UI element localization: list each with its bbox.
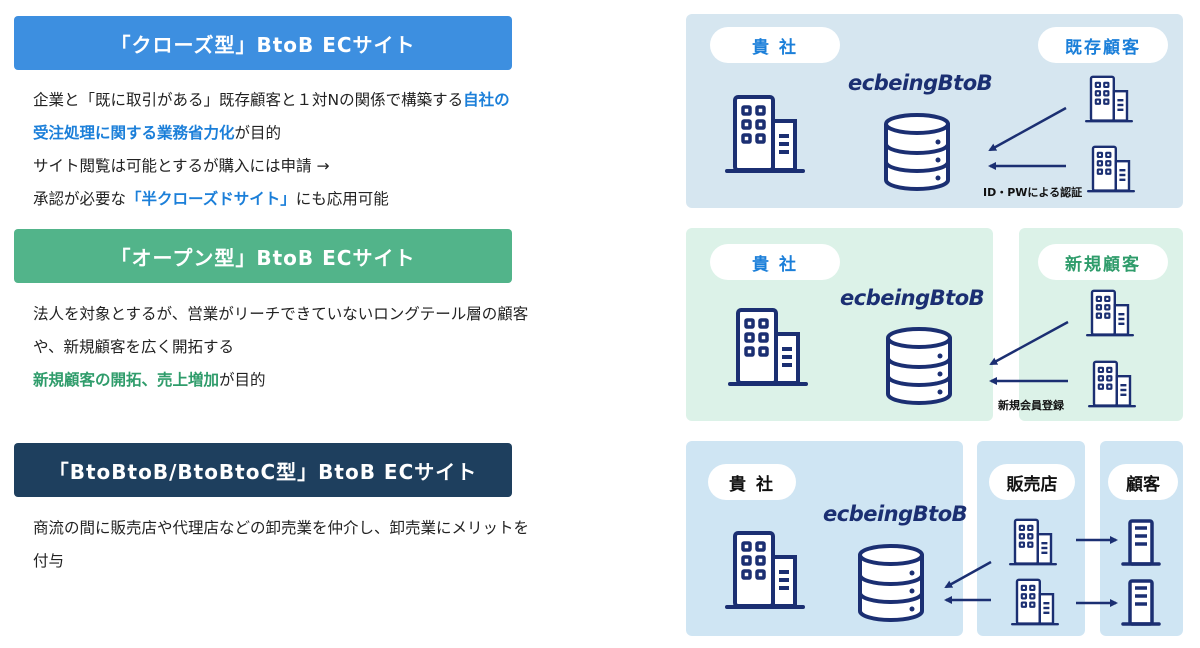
desc-line: や、新規顧客を広く開拓する (33, 331, 528, 364)
desc-line: 受注処理に関する業務省力化が目的 (33, 117, 510, 150)
desc-text: にも応用可能 (295, 190, 389, 208)
desc-line: 商流の間に販売店や代理店などの卸売業を仲介し、卸売業にメリットを (33, 512, 529, 545)
desc-text: が目的 (234, 124, 282, 142)
section-desc-open: 法人を対象とするが、営業がリーチできていないロングテール層の顧客や、新規顧客を広… (33, 298, 528, 397)
reseller-label: 販売店 (989, 464, 1075, 500)
section-header-open: 「オープン型」BtoB ECサイト (14, 229, 512, 283)
desc-line: 承認が必要な「半クローズドサイト」にも応用可能 (33, 183, 510, 216)
section-desc-btobtob: 商流の間に販売店や代理店などの卸売業を仲介し、卸売業にメリットを付与 (33, 512, 529, 578)
highlight-text: 受注処理に関する業務省力化 (33, 124, 235, 142)
desc-line: 法人を対象とするが、営業がリーチできていないロングテール層の顧客 (33, 298, 528, 331)
ecbeing-logo: ecbeingBtoB (848, 71, 993, 95)
desc-line: 付与 (33, 545, 529, 578)
section-desc-closed: 企業と「既に取引がある」既存顧客と１対Nの関係で構築する自社の受注処理に関する業… (33, 84, 510, 216)
customer-label: 顧客 (1108, 464, 1178, 500)
desc-line: サイト閲覧は可能とするが購入には申請 → (33, 150, 510, 183)
desc-text: 企業と「既に取引がある」既存顧客と１対Nの関係で構築する (33, 91, 464, 109)
highlight-text: 新規顧客の開拓、売上増加 (33, 371, 220, 389)
new-customer-label: 新規顧客 (1038, 244, 1168, 280)
section-header-closed: 「クローズ型」BtoB ECサイト (14, 16, 512, 70)
ecbeing-logo: ecbeingBtoB (823, 502, 968, 526)
highlight-text: 「半クローズドサイト」 (126, 190, 296, 208)
desc-line: 新規顧客の開拓、売上増加が目的 (33, 364, 528, 397)
desc-text: 付与 (33, 552, 65, 570)
auth-caption: ID・PWによる認証 (983, 186, 1083, 199)
company-label: 貴 社 (710, 244, 840, 280)
desc-text: サイト閲覧は可能とするが購入には申請 → (33, 157, 330, 175)
ecbeing-logo: ecbeingBtoB (840, 286, 985, 310)
customer-label: 既存顧客 (1038, 27, 1168, 63)
desc-text: や、新規顧客を広く開拓する (33, 338, 235, 356)
desc-text: 商流の間に販売店や代理店などの卸売業を仲介し、卸売業にメリットを (33, 519, 530, 537)
highlight-text: 自社の (463, 91, 510, 109)
desc-text: 承認が必要な (33, 190, 127, 208)
desc-text: 法人を対象とするが、営業がリーチできていないロングテール層の顧客 (33, 305, 529, 323)
section-header-btobtob: 「BtoBtoB/BtoBtoC型」BtoB ECサイト (14, 443, 512, 497)
registration-caption: 新規会員登録 (998, 399, 1064, 412)
company-label: 貴 社 (710, 27, 840, 63)
company-label: 貴 社 (708, 464, 796, 500)
desc-text: が目的 (219, 371, 266, 389)
desc-line: 企業と「既に取引がある」既存顧客と１対Nの関係で構築する自社の (33, 84, 510, 117)
